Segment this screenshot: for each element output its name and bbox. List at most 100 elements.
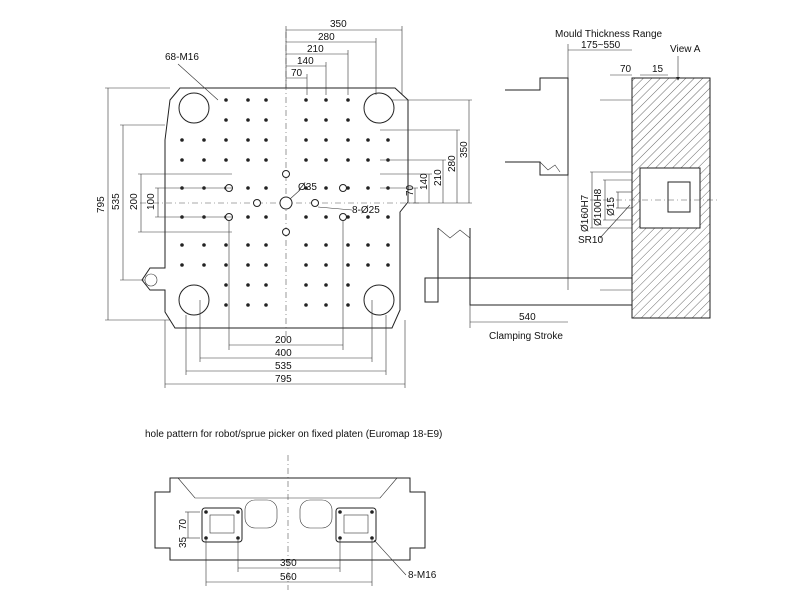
m16-hole bbox=[180, 138, 184, 142]
dim-200-left: 200 bbox=[129, 193, 140, 210]
m16-hole bbox=[324, 158, 328, 162]
side-lug-hole bbox=[144, 273, 158, 287]
m16-hole bbox=[346, 303, 350, 307]
m16-hole bbox=[202, 243, 206, 247]
pad-left bbox=[201, 507, 243, 543]
leader-side-holes bbox=[317, 206, 353, 211]
left-dimension-lines bbox=[105, 87, 232, 321]
m16-hole bbox=[366, 158, 370, 162]
euromap-caption: hole pattern for robot/sprue picker on f… bbox=[145, 429, 442, 440]
dim-535-left: 535 bbox=[111, 193, 122, 210]
mould-thickness-title: Mould Thickness Range bbox=[555, 29, 663, 40]
bottom-dimension-lines bbox=[164, 220, 406, 388]
locating-dims bbox=[590, 171, 632, 229]
m16-hole bbox=[304, 138, 308, 142]
moving-platen bbox=[505, 77, 569, 176]
dim-280-top: 280 bbox=[318, 32, 335, 43]
dim-70-right: 70 bbox=[405, 184, 416, 196]
dia-15-label: Ø15 bbox=[606, 197, 617, 216]
m16-hole bbox=[386, 263, 390, 267]
m16-hole bbox=[224, 283, 228, 287]
pad-left-inner bbox=[209, 514, 235, 534]
m16-hole bbox=[304, 118, 308, 122]
dim-35-bottom: 35 bbox=[178, 536, 189, 548]
m16-hole bbox=[224, 118, 228, 122]
m16-hole bbox=[246, 215, 250, 219]
dim-280-right: 280 bbox=[447, 155, 458, 172]
dim-350-top: 350 bbox=[330, 19, 347, 30]
tie-bar-bore-top-right bbox=[363, 92, 395, 124]
center-hole-callout: Ø35 bbox=[298, 182, 317, 193]
m16-hole bbox=[180, 158, 184, 162]
tie-bar-bore-bottom-right bbox=[363, 284, 395, 316]
dim-535-bottom: 535 bbox=[275, 361, 292, 372]
m16-hole bbox=[346, 98, 350, 102]
m16-hole bbox=[304, 243, 308, 247]
m16-hole bbox=[224, 158, 228, 162]
m16-hole bbox=[304, 215, 308, 219]
m16-hole bbox=[224, 303, 228, 307]
m16-hole bbox=[324, 303, 328, 307]
dim-210-right: 210 bbox=[433, 169, 444, 186]
m16-hole bbox=[224, 138, 228, 142]
dim-795-bottom: 795 bbox=[275, 374, 292, 385]
tie-bar-bore-bottom-left bbox=[178, 284, 210, 316]
m16-hole bbox=[324, 118, 328, 122]
m16-hole bbox=[264, 186, 268, 190]
bottom-hole-callout: 8-M16 bbox=[408, 570, 437, 581]
m16-hole bbox=[324, 186, 328, 190]
m16-hole bbox=[366, 263, 370, 267]
m16-hole bbox=[324, 263, 328, 267]
d25-hole bbox=[253, 199, 261, 207]
dim-140-top: 140 bbox=[297, 56, 314, 67]
m16-hole bbox=[304, 263, 308, 267]
d25-hole bbox=[282, 228, 290, 236]
m16-hole bbox=[324, 138, 328, 142]
top-dimension-lines bbox=[285, 26, 403, 95]
m16-hole bbox=[246, 138, 250, 142]
m16-hole bbox=[346, 158, 350, 162]
dim-350-bottom: 350 bbox=[280, 558, 297, 569]
m16-hole bbox=[304, 283, 308, 287]
slot-right bbox=[299, 499, 333, 529]
d25-hole bbox=[339, 213, 347, 221]
leader-8-m16 bbox=[373, 539, 407, 576]
m16-hole bbox=[202, 158, 206, 162]
m16-hole bbox=[224, 243, 228, 247]
break-line-top bbox=[539, 161, 561, 173]
pad-right-inner bbox=[343, 514, 369, 534]
dim-200-bottom: 200 bbox=[275, 335, 292, 346]
break-line-bottom bbox=[437, 227, 471, 239]
m16-hole bbox=[246, 98, 250, 102]
fixed-platen-bottom-outline bbox=[154, 477, 426, 561]
m16-hole bbox=[324, 283, 328, 287]
m16-hole bbox=[180, 263, 184, 267]
m16-hole bbox=[246, 118, 250, 122]
m16-hole bbox=[264, 98, 268, 102]
dia-100-label: Ø100H8 bbox=[593, 188, 604, 226]
m16-hole bbox=[346, 283, 350, 287]
m16-hole bbox=[346, 118, 350, 122]
leader-sr10 bbox=[599, 204, 631, 239]
m16-hole bbox=[386, 243, 390, 247]
m16-hole bbox=[246, 158, 250, 162]
sr10-label: SR10 bbox=[578, 235, 603, 246]
leader-68-m16 bbox=[177, 63, 219, 101]
m16-holes-bottom bbox=[204, 510, 374, 540]
d25-hole bbox=[339, 184, 347, 192]
right-dimension-lines bbox=[380, 99, 472, 204]
center-hole bbox=[279, 196, 293, 210]
m16-hole bbox=[346, 138, 350, 142]
m16-hole bbox=[264, 158, 268, 162]
dia-160-label: Ø160H7 bbox=[580, 194, 591, 232]
dim-560-bottom: 560 bbox=[280, 572, 297, 583]
m16-hole bbox=[264, 118, 268, 122]
m16-hole bbox=[324, 243, 328, 247]
m16-hole bbox=[264, 138, 268, 142]
dim-100-left: 100 bbox=[146, 193, 157, 210]
m16-hole bbox=[346, 186, 350, 190]
view-a-label: View A bbox=[670, 44, 701, 55]
tie-bar-bore-top-left bbox=[178, 92, 210, 124]
